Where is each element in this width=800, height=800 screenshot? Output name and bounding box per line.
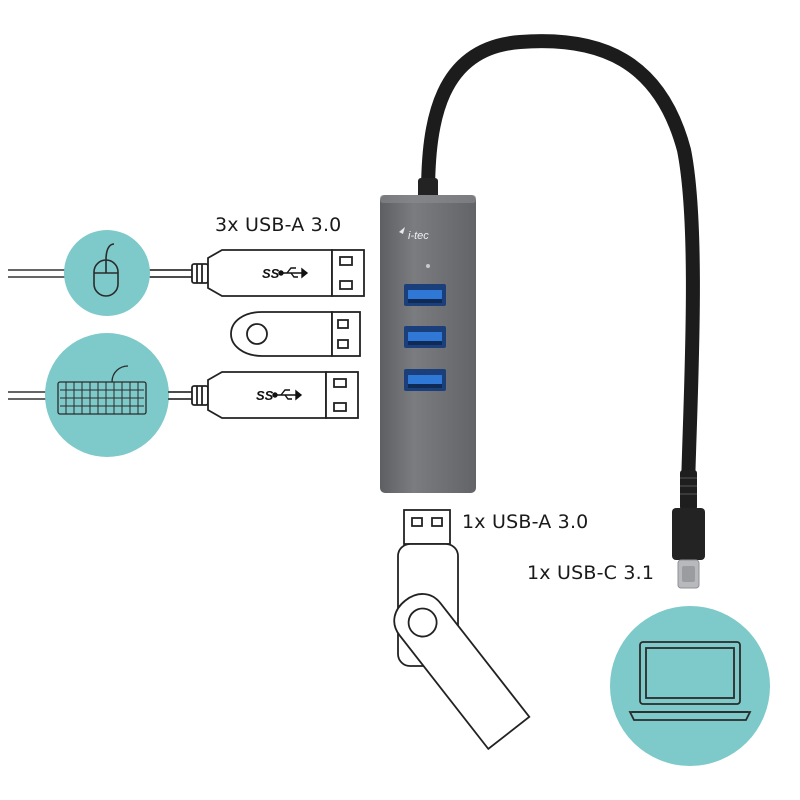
keyboard-circle bbox=[45, 333, 169, 457]
keyboard-usb-plug: SS bbox=[191, 371, 359, 419]
usb-hub: i-tec bbox=[380, 195, 476, 493]
usb-c-cable bbox=[421, 34, 700, 495]
keyboard-plug-usb-trident-icon bbox=[272, 389, 303, 401]
usb-port-1 bbox=[404, 284, 446, 306]
laptop-icon bbox=[628, 641, 752, 721]
usb-c-label: 1x USB-C 3.1 bbox=[527, 562, 655, 584]
usb-port-2 bbox=[404, 326, 446, 348]
mouse-plug-usb-trident-icon bbox=[278, 267, 309, 279]
keyboard-icon bbox=[57, 365, 147, 415]
usb-a-1x-label: 1x USB-A 3.0 bbox=[462, 511, 589, 533]
laptop-circle bbox=[610, 606, 770, 766]
hub-led-indicator bbox=[426, 264, 430, 268]
usb-flash-drive-icon bbox=[393, 509, 531, 751]
usb-port-3 bbox=[404, 369, 446, 391]
keyboard-plug-ss-marking: SS bbox=[256, 388, 274, 403]
mouse-icon bbox=[93, 243, 119, 297]
flash-drive-outline bbox=[230, 311, 361, 357]
usb-c-connector bbox=[672, 470, 705, 589]
mouse-plug-ss-marking: SS bbox=[262, 266, 280, 281]
hub-brand-text: i-tec bbox=[408, 230, 429, 242]
usb-a-3x-label: 3x USB-A 3.0 bbox=[215, 214, 342, 236]
mouse-usb-plug: SS bbox=[191, 249, 365, 297]
i-tec-logo: i-tec bbox=[399, 227, 429, 242]
